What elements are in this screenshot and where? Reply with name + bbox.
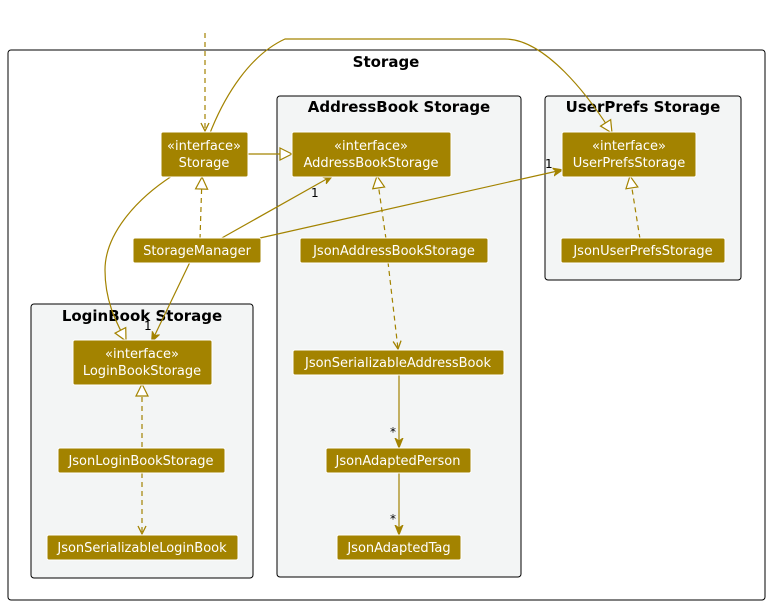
class-storagemanager-name: StorageManager: [143, 244, 252, 259]
mult-adaptedtag: *: [390, 512, 396, 526]
class-addressbookstorage-stereotype: «interface»: [334, 139, 408, 154]
mult-loginbookstorage: 1: [144, 319, 152, 333]
class-userprefsstorage[interactable]: «interface» UserPrefsStorage: [561, 131, 697, 178]
edge-jsonaddressbookstorage-uses-serializable: [387, 261, 398, 349]
class-jsonserializableaddressbook[interactable]: JsonSerializableAddressBook: [292, 349, 505, 376]
edge-jsonuserprefsstorage-implements: [630, 176, 641, 240]
class-loginbookstorage-name: LoginBookStorage: [83, 364, 201, 379]
mult-userprefsstorage: 1: [545, 157, 553, 171]
edges: [104, 33, 641, 534]
class-jsonadaptedtag-name: JsonAdaptedTag: [346, 541, 450, 556]
class-storagemanager[interactable]: StorageManager: [132, 237, 262, 264]
edge-storage-extends-loginbookstorage: [104, 175, 173, 341]
class-loginbookstorage[interactable]: «interface» LoginBookStorage: [72, 339, 213, 386]
class-jsonserializableloginbook[interactable]: JsonSerializableLoginBook: [46, 534, 239, 561]
mult-adaptedperson: *: [390, 425, 396, 439]
edge-storagemanager-to-addressbookstorage: [219, 176, 332, 240]
class-addressbookstorage[interactable]: «interface» AddressBookStorage: [291, 131, 452, 178]
package-loginbook-title: LoginBook Storage: [62, 307, 222, 325]
class-jsonadaptedperson-name: JsonAdaptedPerson: [335, 454, 461, 469]
class-userprefsstorage-stereotype: «interface»: [592, 139, 666, 154]
class-loginbookstorage-stereotype: «interface»: [105, 347, 179, 362]
package-userprefs-title: UserPrefs Storage: [566, 98, 721, 116]
edge-storagemanager-implements-storage: [200, 177, 202, 240]
class-storage-name: Storage: [179, 156, 230, 171]
class-addressbookstorage-name: AddressBookStorage: [304, 156, 439, 171]
class-jsonloginbookstorage[interactable]: JsonLoginBookStorage: [57, 447, 226, 474]
edge-storagemanager-to-loginbookstorage: [152, 261, 191, 341]
edge-storage-extends-userprefsstorage: [209, 38, 612, 133]
class-jsonaddressbookstorage-name: JsonAddressBookStorage: [312, 244, 475, 259]
class-storage[interactable]: «interface» Storage: [160, 131, 249, 178]
class-jsonserializableloginbook-name: JsonSerializableLoginBook: [56, 541, 227, 556]
edge-jsonaddressbookstorage-implements: [377, 176, 387, 240]
class-jsonserializableaddressbook-name: JsonSerializableAddressBook: [304, 356, 491, 371]
package-addressbook-title: AddressBook Storage: [308, 98, 490, 116]
class-jsonadaptedtag[interactable]: JsonAdaptedTag: [336, 534, 462, 561]
package-storage-title: Storage: [353, 53, 420, 71]
class-jsonuserprefsstorage[interactable]: JsonUserPrefsStorage: [560, 237, 726, 264]
class-jsonuserprefsstorage-name: JsonUserPrefsStorage: [572, 244, 712, 259]
class-jsonadaptedperson[interactable]: JsonAdaptedPerson: [325, 447, 472, 474]
class-jsonaddressbookstorage[interactable]: JsonAddressBookStorage: [299, 237, 489, 264]
class-userprefsstorage-name: UserPrefsStorage: [573, 156, 686, 171]
class-jsonloginbookstorage-name: JsonLoginBookStorage: [67, 454, 213, 469]
edge-storagemanager-to-userprefsstorage: [259, 170, 562, 239]
mult-addressbookstorage: 1: [311, 186, 319, 200]
class-storage-stereotype: «interface»: [167, 139, 241, 154]
